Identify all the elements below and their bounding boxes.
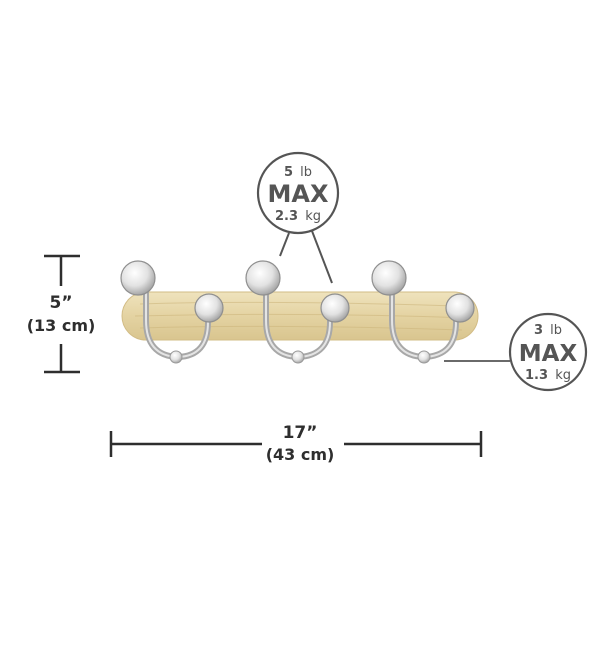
badge-large-lb-value: 5 bbox=[284, 165, 293, 180]
hook-1 bbox=[120, 260, 224, 364]
badge-small-lb-value: 3 bbox=[534, 323, 543, 338]
badge-small-kg-value: 1.3 bbox=[525, 368, 548, 383]
hook-2 bbox=[245, 260, 350, 364]
wood-board bbox=[121, 291, 479, 341]
badge-large-kg-value: 2.3 bbox=[275, 209, 298, 224]
width-metric: (43 cm) bbox=[266, 445, 335, 464]
badge-small-kg-unit: kg bbox=[555, 368, 571, 383]
badge-small-lb-unit: lb bbox=[550, 323, 562, 338]
svg-text:1.3 kg: 1.3 kg bbox=[525, 368, 571, 383]
height-imperial: 5” bbox=[49, 293, 72, 313]
svg-text:5 lb: 5 lb bbox=[284, 165, 312, 180]
badge-large-max: MAX bbox=[268, 180, 329, 208]
load-badge-large: 5 lb MAX 2.3 kg bbox=[256, 151, 340, 284]
hook-3 bbox=[371, 260, 475, 364]
width-imperial: 17” bbox=[283, 423, 318, 443]
svg-text:2.3 kg: 2.3 kg bbox=[275, 209, 321, 224]
load-badge-small: 3 lb MAX 1.3 kg bbox=[444, 312, 588, 392]
height-dimension: 5” (13 cm) bbox=[27, 254, 96, 374]
badge-large-kg-unit: kg bbox=[305, 209, 321, 224]
height-metric: (13 cm) bbox=[27, 316, 96, 335]
width-dimension: 17” (43 cm) bbox=[109, 423, 483, 464]
badge-large-lb-unit: lb bbox=[300, 165, 312, 180]
badge-small-max: MAX bbox=[519, 341, 578, 367]
svg-text:3 lb: 3 lb bbox=[534, 323, 562, 338]
